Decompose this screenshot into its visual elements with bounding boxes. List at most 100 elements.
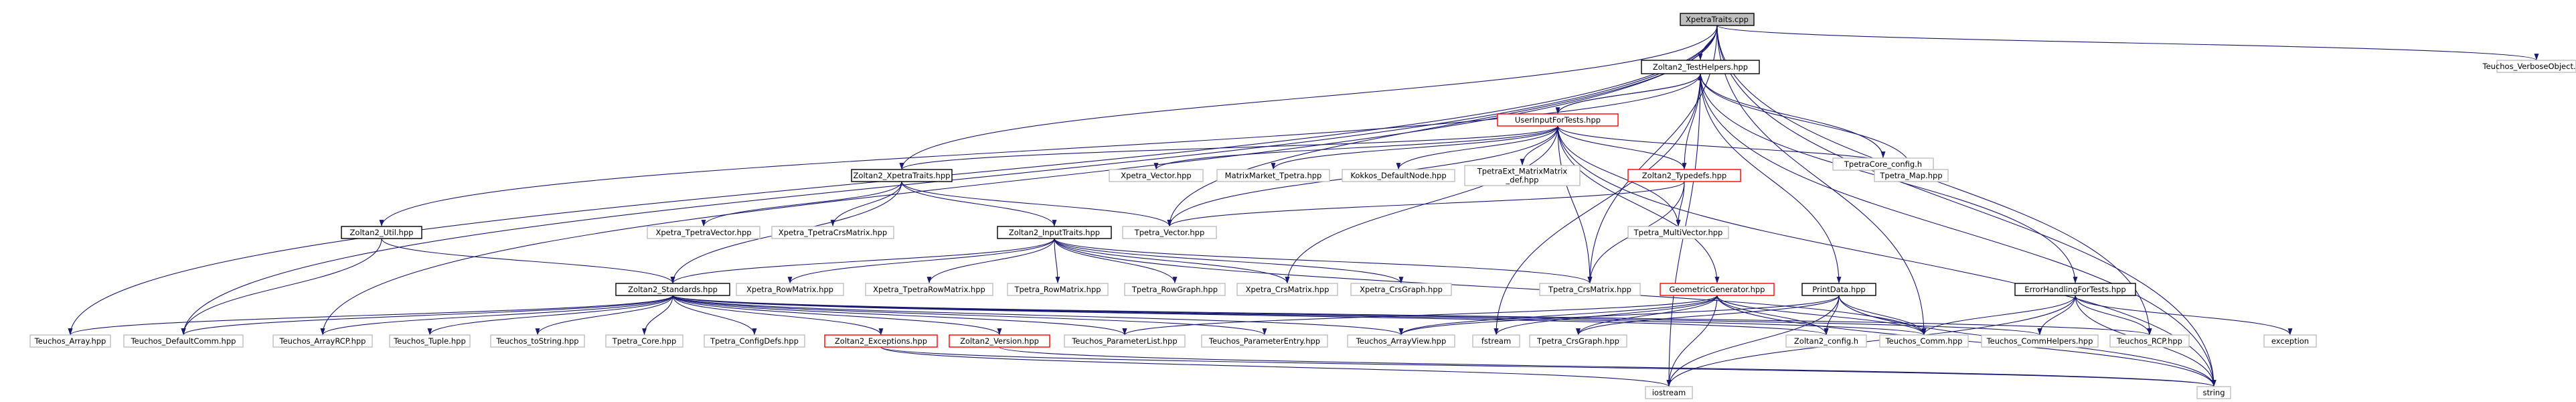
node-inputtraits[interactable]: Zoltan2_InputTraits.hpp [997,226,1112,239]
node-box-teuchos_arrayrcp [272,334,373,348]
node-fstream[interactable]: fstream [1472,334,1520,348]
node-xpetra_crsmatrix[interactable]: Xpetra_CrsMatrix.hpp [1236,283,1338,296]
edge-root-to-tpetra_vector [1167,25,1718,227]
node-tpetra_core[interactable]: Tpetra_Core.hpp [605,334,683,348]
node-box-xpetra_crsgraph [1350,283,1452,296]
node-xpetra_vector[interactable]: Xpetra_Vector.hpp [1109,169,1204,182]
node-box-printdata [1801,283,1876,296]
node-tpetra_map[interactable]: Tpetra_Map.hpp [1874,169,1949,182]
node-util[interactable]: Zoltan2_Util.hpp [341,226,422,239]
node-box-xpetra_tpetrarowmatrix [865,283,993,296]
node-label-matrixmarket: MatrixMarket_Tpetra.hpp [1225,171,1322,180]
node-exception[interactable]: exception [2263,334,2317,348]
node-label-tpetra_multivector: Tpetra_MultiVector.hpp [1633,228,1723,237]
node-verbose[interactable]: Teuchos_VerboseObject.hpp [2482,60,2576,73]
node-root[interactable]: XpetraTraits.cpp [1680,13,1755,26]
node-teuchos_arrayrcp[interactable]: Teuchos_ArrayRCP.hpp [272,334,373,348]
node-teuchos_comm[interactable]: Teuchos_Comm.hpp [1879,334,1969,348]
edge-root-to-teuchos_comm [1716,25,1927,336]
edge-root-to-string [1716,25,2217,387]
edge-xpetratraits-to-xpetra_tpetracrsmatrix [830,181,902,227]
node-xpetra_crsgraph[interactable]: Xpetra_CrsGraph.hpp [1350,283,1452,296]
edge-inputtraits-to-tpetra_rowmatrix [1054,238,1060,284]
node-printdata[interactable]: PrintData.hpp [1801,283,1876,296]
node-box-tpetra_core [605,334,683,348]
node-label-teuchos_arrayrcp: Teuchos_ArrayRCP.hpp [279,336,366,346]
node-xpetra_tpetrarowmatrix[interactable]: Xpetra_TpetraRowMatrix.hpp [865,283,993,296]
node-teuchos_array[interactable]: Teuchos_Array.hpp [29,334,111,348]
node-box-matrixmarket [1216,169,1330,182]
node-iostream[interactable]: iostream [1645,386,1693,399]
node-box-errorhandling [2014,283,2136,296]
node-label-tpetra_vector: Tpetra_Vector.hpp [1134,228,1205,237]
node-commhelpers[interactable]: Teuchos_CommHelpers.hpp [1981,334,2099,348]
edge-xpetratraits-to-tpetra_vector [901,181,1172,227]
node-label-teuchos_tostring: Teuchos_toString.hpp [495,336,578,346]
node-box-teuchos_tuple [389,334,471,348]
node-box-xpetra_tpetracrsmatrix [771,226,894,239]
node-tpetra_vector[interactable]: Tpetra_Vector.hpp [1122,226,1217,239]
node-teuchos_tostring[interactable]: Teuchos_toString.hpp [490,334,585,348]
node-box-tpetra_rowgraph [1124,283,1226,296]
edge-uift-to-kokkos [1396,125,1558,170]
node-label-errorhandling: ErrorHandlingForTests.hpp [2024,285,2125,294]
node-tpetra_rowgraph[interactable]: Tpetra_RowGraph.hpp [1124,283,1226,296]
node-xpetra_rowmatrix[interactable]: Xpetra_RowMatrix.hpp [736,283,844,296]
edge-util-to-teuchos_defaultcomm [181,238,382,336]
edge-uift-to-geomgen [1557,125,1720,284]
node-kokkos[interactable]: Kokkos_DefaultNode.hpp [1342,169,1455,182]
node-box-typedefs [1627,169,1741,182]
node-box-tpetra_crsgraph [1529,334,1627,348]
edge-printdata-to-tpetra_crsgraph [1576,295,1840,336]
node-tpetra_configdefs[interactable]: Tpetra_ConfigDefs.hpp [704,334,805,348]
node-label-uift: UserInputForTests.hpp [1515,115,1601,125]
node-teuchos_defaultcomm[interactable]: Teuchos_DefaultComm.hpp [123,334,244,348]
edge-geomgen-to-tpetra_crsgraph [1576,295,1718,336]
edge-uift-to-matrixmarket [1271,125,1558,170]
node-config_h[interactable]: Zoltan2_config.h [1785,334,1867,348]
node-string[interactable]: string [2196,386,2231,399]
node-paramentry[interactable]: Teuchos_ParameterEntry.hpp [1201,334,1328,348]
node-geomgen[interactable]: GeometricGenerator.hpp [1660,283,1775,296]
node-tpetraext[interactable]: TpetraExt_MatrixMatrix_def.hpp [1464,165,1581,186]
edge-standards-to-config_h [672,295,1828,336]
node-xpetratraits[interactable]: Zoltan2_XpetraTraits.hpp [851,169,953,182]
node-paramlist[interactable]: Teuchos_ParameterList.hpp [1064,334,1186,348]
node-box-xpetra_rowmatrix [736,283,844,296]
node-tpetra_rowmatrix[interactable]: Tpetra_RowMatrix.hpp [1007,283,1109,296]
node-box-xpetra_vector [1109,169,1204,182]
edge-inputtraits-to-tpetra_rowgraph [1054,238,1178,284]
node-teuchos_rcp[interactable]: Teuchos_RCP.hpp [2109,334,2190,348]
node-box-testhelpers [1641,60,1760,74]
node-box-string [2196,386,2231,399]
edge-errorhandling-to-commhelpers [2037,295,2076,336]
node-tpetra_crsgraph[interactable]: Tpetra_CrsGraph.hpp [1529,334,1627,348]
node-box-geomgen [1660,283,1775,296]
node-version[interactable]: Zoltan2_Version.hpp [949,334,1050,348]
edge-standards-to-teuchos_arrayrcp [320,295,673,336]
node-label-xpetra_tpetracrsmatrix: Xpetra_TpetraCrsMatrix.hpp [779,228,887,237]
node-box-exception [2263,334,2317,348]
edge-geomgen-to-arrayview [1398,295,1718,336]
node-matrixmarket[interactable]: MatrixMarket_Tpetra.hpp [1216,169,1330,182]
node-box-uift [1497,113,1619,127]
node-testhelpers[interactable]: Zoltan2_TestHelpers.hpp [1641,60,1760,74]
node-standards[interactable]: Zoltan2_Standards.hpp [615,283,730,296]
node-errorhandling[interactable]: ErrorHandlingForTests.hpp [2014,283,2136,296]
node-tpetra_crsmatrix[interactable]: Tpetra_CrsMatrix.hpp [1539,283,1641,296]
node-xpetra_tpetracrsmatrix[interactable]: Xpetra_TpetraCrsMatrix.hpp [771,226,894,239]
node-tpetracore_config[interactable]: TpetraCore_config.h [1832,157,1934,171]
edge-xpetratraits-to-inputtraits [901,181,1057,227]
edge-version-to-string [999,346,2216,387]
node-uift[interactable]: UserInputForTests.hpp [1497,113,1619,127]
node-teuchos_tuple[interactable]: Teuchos_Tuple.hpp [389,334,471,348]
node-label-tpetra_crsmatrix: Tpetra_CrsMatrix.hpp [1548,285,1631,294]
node-label-string: string [2202,388,2225,397]
node-arrayview[interactable]: Teuchos_ArrayView.hpp [1347,334,1455,348]
node-exceptions[interactable]: Zoltan2_Exceptions.hpp [824,334,938,348]
node-label-paramentry: Teuchos_ParameterEntry.hpp [1208,336,1320,346]
node-label-tpetraext: TpetraExt_MatrixMatrix [1477,167,1568,176]
node-typedefs[interactable]: Zoltan2_Typedefs.hpp [1627,169,1741,182]
node-tpetra_multivector[interactable]: Tpetra_MultiVector.hpp [1627,226,1729,239]
node-xpetra_tpetravector[interactable]: Xpetra_TpetraVector.hpp [647,226,760,239]
